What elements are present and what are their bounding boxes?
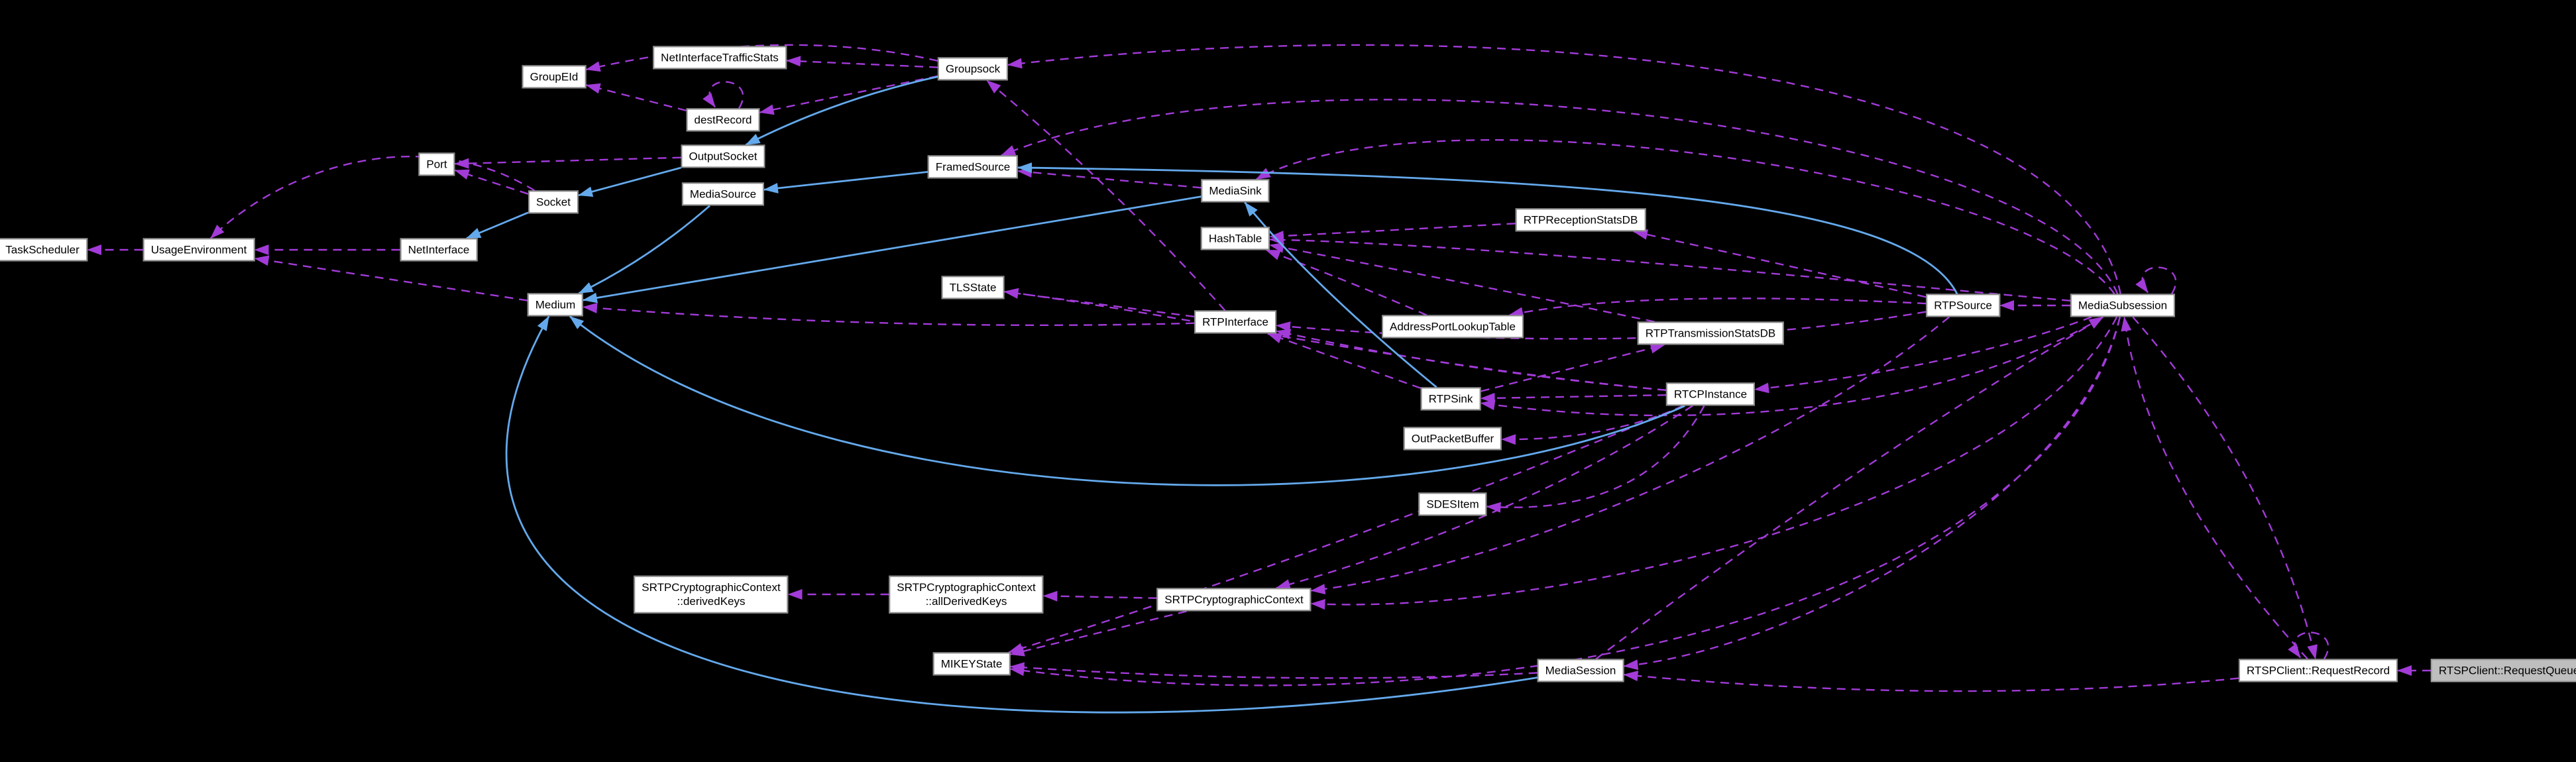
node-fsrc[interactable]: FramedSource bbox=[927, 155, 1019, 179]
node-rtcp[interactable]: RTCPInstance bbox=[1665, 382, 1756, 406]
node-ts[interactable]: TaskScheduler bbox=[0, 238, 87, 262]
edge-rtpsink-msink bbox=[1244, 201, 1437, 388]
edge-rtcp-med bbox=[569, 315, 1685, 486]
edge-msub-rtpsink bbox=[1480, 316, 2103, 417]
edge-gsock-geid bbox=[585, 44, 938, 72]
edge-rtpsrc-rrsdb bbox=[1632, 229, 1927, 298]
edge-rtpsrc-aplt bbox=[1508, 298, 1927, 318]
edge-msub-fsrc bbox=[1000, 99, 2119, 294]
node-dkeys[interactable]: SRTPCryptographicContext ::derivedKeys bbox=[634, 575, 789, 614]
node-msink[interactable]: MediaSink bbox=[1201, 179, 1270, 203]
edge-rtpsrc-fsrc bbox=[1017, 162, 1958, 295]
node-msub[interactable]: MediaSubsession bbox=[2070, 294, 2176, 317]
edge-msink-fsrc bbox=[1017, 167, 1202, 189]
edge-srtp-adkeys bbox=[1042, 590, 1157, 602]
node-port[interactable]: Port bbox=[418, 152, 455, 176]
edge-msub-htab bbox=[1269, 234, 2071, 302]
edge-rrsdb-htab bbox=[1269, 223, 1516, 242]
node-adkeys[interactable]: SRTPCryptographicContext ::allDerivedKey… bbox=[889, 575, 1044, 614]
edge-osock-sock bbox=[578, 166, 681, 197]
node-msrc[interactable]: MediaSource bbox=[681, 182, 765, 206]
edge-med-ue bbox=[254, 255, 528, 301]
edge-group bbox=[87, 44, 2431, 714]
node-drec[interactable]: destRecord bbox=[686, 108, 760, 132]
edge-rtcp-sdes bbox=[1486, 405, 1705, 513]
edge-msub-reqrec bbox=[2132, 316, 2318, 660]
edge-msink-med bbox=[583, 195, 1202, 303]
edge-msess-msub bbox=[1595, 316, 2104, 660]
edge-msub-mikey bbox=[1009, 317, 2121, 686]
edge-rtpsrc-srtp bbox=[1310, 316, 1950, 595]
edge-drec-drec bbox=[702, 81, 744, 109]
node-rrsdb[interactable]: RTPReceptionStatsDB bbox=[1515, 208, 1646, 232]
node-sock[interactable]: Socket bbox=[528, 190, 579, 214]
edge-msub-gsock bbox=[1007, 44, 2121, 294]
edge-reqrec-msess bbox=[1623, 671, 2239, 692]
node-sdes[interactable]: SDESItem bbox=[1418, 492, 1487, 516]
edge-msub-msess bbox=[1623, 317, 2121, 671]
node-reqq[interactable]: RTSPClient::RequestQueue bbox=[2430, 659, 2576, 682]
node-gsock[interactable]: Groupsock bbox=[937, 57, 1009, 81]
node-htab[interactable]: HashTable bbox=[1200, 227, 1270, 250]
node-srtp[interactable]: SRTPCryptographicContext bbox=[1156, 588, 1312, 612]
node-msess[interactable]: MediaSession bbox=[1537, 659, 1624, 682]
edge-rtpsink-rtsdb bbox=[1481, 343, 1665, 392]
edge-rtcp-rtpi bbox=[1276, 329, 1667, 392]
edge-rtpi-gsock bbox=[986, 80, 1226, 311]
edge-gsock-nits bbox=[786, 56, 938, 68]
edge-rtpsink-rtpi bbox=[1267, 333, 1421, 389]
edge-gsock-osock bbox=[745, 76, 938, 146]
edge-fsrc-msrc bbox=[763, 171, 928, 193]
edge-rtcp-srtp bbox=[1275, 405, 1693, 590]
edge-msess-mikey bbox=[1009, 662, 1538, 679]
node-ni[interactable]: NetInterface bbox=[400, 238, 478, 262]
edge-reqrec-msub bbox=[2121, 316, 2308, 660]
node-aplt[interactable]: AddressPortLookupTable bbox=[1382, 315, 1524, 339]
edge-sock-ue bbox=[210, 156, 535, 239]
edge-rtpi-tls bbox=[1003, 288, 1195, 318]
edge-rtcp-opb bbox=[1501, 405, 1685, 445]
node-rtsdb[interactable]: RTPTransmissionStatsDB bbox=[1637, 321, 1784, 345]
edge-msess-med bbox=[505, 315, 1538, 714]
edge-rtcp-rtpsink bbox=[1480, 392, 1667, 404]
node-ue[interactable]: UsageEnvironment bbox=[142, 238, 255, 262]
edge-drec-geid bbox=[585, 83, 687, 112]
node-reqrec[interactable]: RTSPClient::RequestRecord bbox=[2238, 659, 2398, 682]
edge-msub-srtp bbox=[1310, 316, 2118, 610]
node-osock[interactable]: OutputSocket bbox=[681, 144, 765, 168]
node-geid[interactable]: GroupEId bbox=[522, 65, 587, 89]
edge-msub-msink bbox=[1255, 139, 2115, 295]
edge-rtpi-med bbox=[583, 302, 1195, 326]
node-rtpi[interactable]: RTPInterface bbox=[1194, 310, 1276, 334]
node-nits[interactable]: NetInterfaceTrafficStats bbox=[653, 46, 787, 70]
node-rtpsink[interactable]: RTPSink bbox=[1420, 387, 1481, 411]
edge-sock-ni bbox=[466, 211, 529, 239]
node-rtpsrc[interactable]: RTPSource bbox=[1926, 294, 2000, 317]
node-opb[interactable]: OutPacketBuffer bbox=[1403, 427, 1502, 451]
node-med[interactable]: Medium bbox=[527, 293, 584, 317]
edge-rtcp-mikey bbox=[1008, 405, 1684, 653]
edge-rtcp-tls bbox=[1003, 288, 1667, 391]
edge-msrc-med bbox=[578, 205, 710, 294]
edge-aplt-htab bbox=[1265, 249, 1428, 316]
edge-rtsdb-htab bbox=[1269, 242, 1655, 323]
edge-reqrec-reqrec bbox=[2288, 631, 2329, 660]
node-tls[interactable]: TLSState bbox=[941, 276, 1005, 299]
edge-msub-msub bbox=[2135, 266, 2177, 295]
edge-osock-port bbox=[454, 156, 681, 169]
edge-gsock-drec bbox=[759, 75, 938, 115]
edge-sock-port bbox=[454, 169, 529, 195]
edge-srtp-mikey bbox=[1009, 610, 1187, 657]
node-mikey[interactable]: MIKEYState bbox=[932, 652, 1011, 676]
